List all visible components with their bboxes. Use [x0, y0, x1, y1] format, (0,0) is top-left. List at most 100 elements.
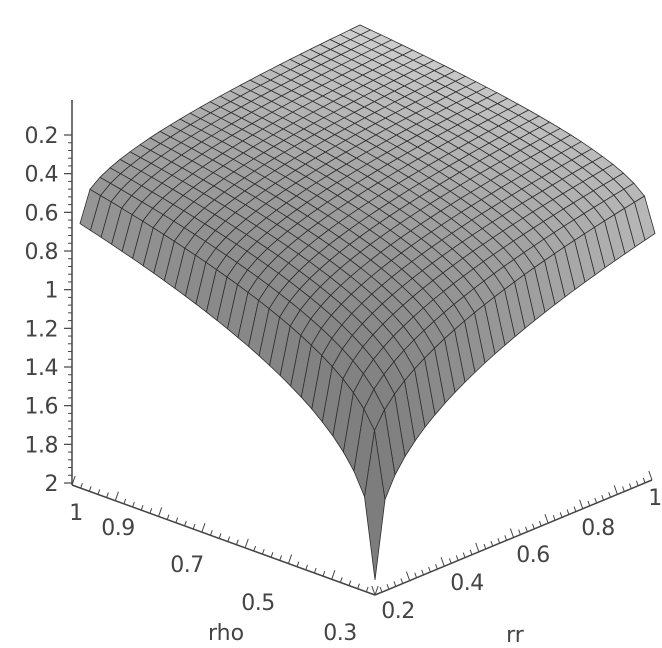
rho-tick-label: 0.5	[241, 591, 275, 616]
rr-tick	[393, 581, 397, 587]
z-tick-label: 0.8	[25, 240, 59, 265]
rr-tick	[497, 538, 501, 544]
rho-tick	[313, 567, 317, 574]
axes	[64, 100, 653, 596]
rho-tick	[80, 482, 83, 489]
rr-tick	[525, 526, 528, 532]
rho-axis-line	[71, 484, 376, 596]
rr-tick	[635, 480, 639, 486]
rr-tick	[490, 540, 494, 547]
rho-tick	[114, 491, 119, 501]
rho-tick	[210, 530, 213, 536]
z-tick-label: 2	[45, 472, 59, 497]
rho-tick	[175, 517, 179, 523]
rr-tick	[475, 542, 480, 553]
z-tick-label: 1	[45, 279, 59, 304]
rr-tick	[518, 529, 521, 535]
rho-tick-label: 1	[69, 501, 83, 526]
rr-axis-title: rr	[506, 623, 525, 648]
rho-tick	[296, 561, 300, 567]
rho-tick	[236, 539, 239, 545]
z-tick-label: 1.6	[25, 395, 59, 420]
rho-tick	[71, 475, 76, 486]
rho-tick	[322, 570, 326, 577]
rr-tick	[448, 558, 452, 564]
rr-tick	[428, 566, 431, 573]
rr-tick	[469, 549, 473, 555]
rr-tick-label: 0.8	[581, 516, 615, 541]
rho-tick	[348, 580, 352, 586]
rho-tick	[166, 514, 170, 520]
rho-tick	[305, 564, 308, 571]
rr-tick	[642, 477, 646, 484]
rho-tick	[227, 536, 231, 542]
z-tick-label: 1.2	[25, 317, 59, 342]
rr-tick	[579, 499, 584, 509]
z-tick-label: 0.4	[25, 163, 59, 188]
rho-tick	[331, 570, 336, 580]
rho-tick	[97, 489, 101, 495]
rho-tick	[132, 501, 135, 508]
rho-tick	[279, 555, 282, 561]
rho-tick	[244, 538, 249, 549]
rho-tick	[158, 507, 163, 517]
z-tick-label: 0.2	[25, 124, 59, 149]
surface-cell	[364, 430, 386, 581]
rho-tick	[261, 548, 265, 555]
rho-tick	[287, 554, 293, 564]
rr-tick	[462, 552, 466, 558]
rr-tick	[552, 515, 556, 521]
rho-tick-label: 0.3	[323, 621, 357, 646]
rr-tick	[414, 572, 418, 578]
rr-tick	[573, 506, 577, 512]
rr-tick	[538, 520, 542, 527]
rho-tick	[184, 520, 187, 527]
rr-tick-label: 0.6	[516, 543, 550, 568]
rr-tick	[622, 486, 625, 492]
rr-tick	[559, 512, 563, 518]
rr-tick	[608, 492, 611, 498]
rho-tick-label: 0.9	[101, 516, 135, 541]
rho-tick	[339, 577, 343, 583]
rho-tick	[123, 498, 127, 505]
z-tick-label: 1.8	[25, 433, 59, 458]
rr-tick	[601, 494, 604, 501]
rr-tick	[532, 523, 535, 530]
z-tick-label: 1.4	[25, 356, 59, 381]
rho-tick	[253, 545, 257, 552]
rho-tick	[218, 533, 222, 539]
rr-tick	[648, 470, 653, 481]
rho-tick-label: 0.7	[170, 553, 204, 578]
rr-tick	[440, 557, 445, 567]
rr-tick-label: 0.4	[450, 571, 484, 596]
z-tick-label: 0.6	[25, 201, 59, 226]
rho-tick	[201, 522, 206, 533]
rho-tick	[270, 552, 274, 558]
rr-tick	[613, 485, 618, 495]
rr-tick-label: 0.2	[381, 599, 415, 624]
rho-tick	[106, 492, 109, 498]
rho-tick	[140, 504, 144, 511]
rho-tick	[88, 486, 92, 492]
rr-tick	[629, 483, 632, 489]
rho-tick	[357, 583, 360, 589]
rr-tick	[371, 585, 376, 596]
rr-tick	[566, 509, 570, 515]
rho-axis-title: rho	[208, 621, 244, 646]
rr-tick	[587, 500, 591, 507]
rho-tick	[192, 523, 196, 530]
rr-tick	[435, 563, 438, 570]
rho-tick	[149, 508, 153, 514]
rr-tick	[421, 569, 424, 576]
rho-tick	[374, 585, 379, 596]
rr-tick-label: 1	[648, 486, 662, 511]
surface-mesh	[79, 24, 656, 581]
rr-tick	[379, 586, 383, 593]
rr-tick	[406, 571, 411, 581]
rr-tick	[594, 497, 598, 504]
rho-tick	[365, 586, 369, 593]
rr-tick	[504, 535, 508, 541]
rr-tick	[400, 578, 404, 584]
rr-tick	[483, 543, 487, 550]
